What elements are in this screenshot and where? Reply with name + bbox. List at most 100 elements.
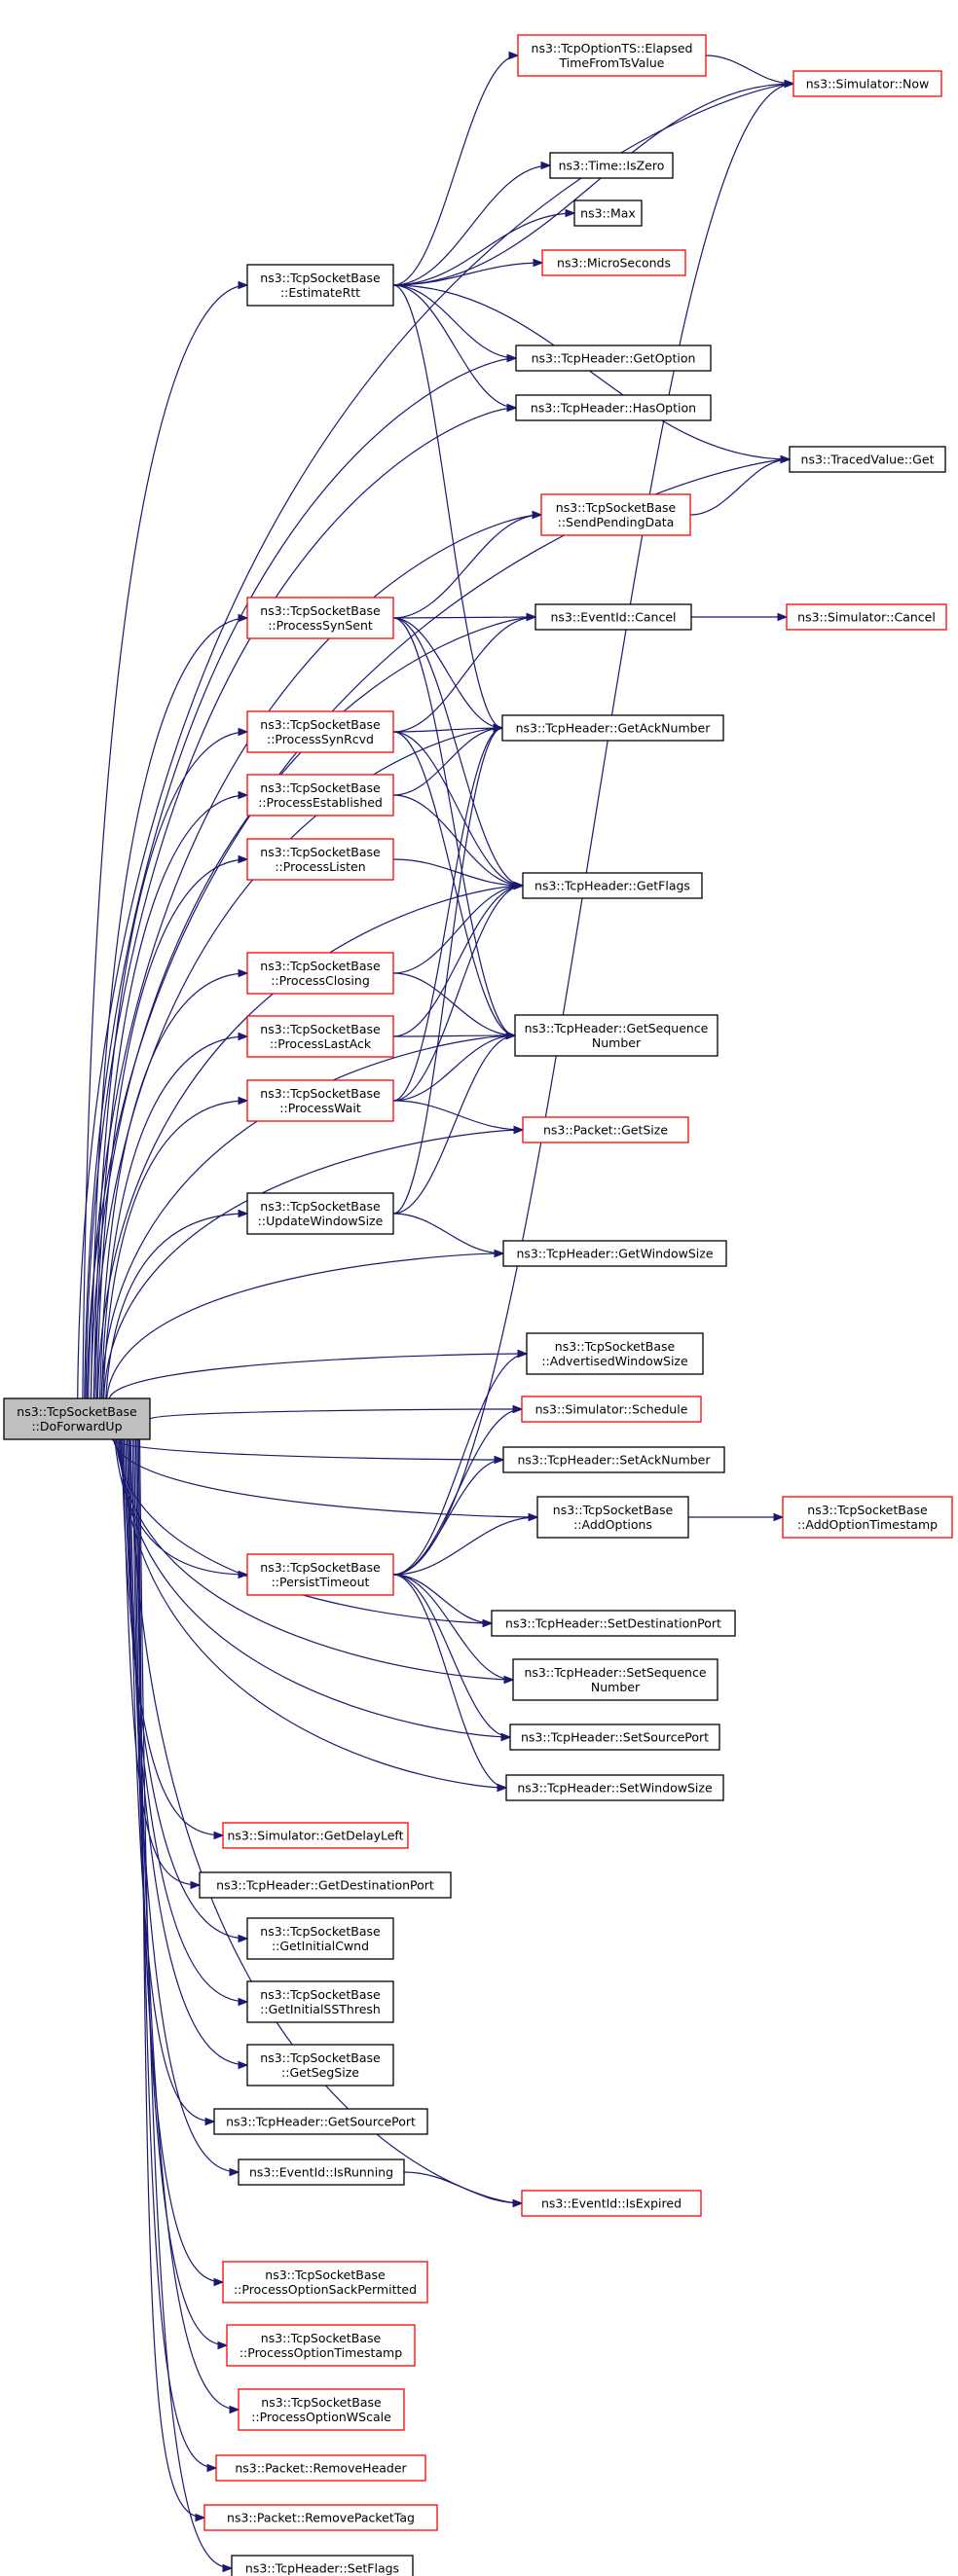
- node-getwin[interactable]: ns3::TcpHeader::GetWindowSize: [502, 1240, 727, 1267]
- node-optts[interactable]: ns3::TcpSocketBase::ProcessOptionTimesta…: [226, 2324, 416, 2367]
- node-synsent[interactable]: ns3::TcpSocketBase::ProcessSynSent: [246, 597, 394, 639]
- node-simnow[interactable]: ns3::Simulator::Now: [792, 70, 942, 97]
- node-label: ns3::TcpSocketBase: [260, 717, 381, 732]
- node-removetag[interactable]: ns3::Packet::RemovePacketTag: [203, 2504, 438, 2531]
- node-label: ns3::Simulator::Now: [806, 77, 930, 91]
- node-box: [502, 1240, 727, 1267]
- node-getack[interactable]: ns3::TcpHeader::GetAckNumber: [501, 714, 724, 742]
- node-label: ns3::TcpSocketBase: [261, 2395, 382, 2410]
- node-label: ::EstimateRtt: [280, 285, 360, 300]
- node-simcancel[interactable]: ns3::Simulator::Cancel: [786, 603, 947, 631]
- node-setwin[interactable]: ns3::TcpHeader::SetWindowSize: [505, 1774, 724, 1801]
- node-label: ns3::TcpSocketBase: [260, 959, 381, 973]
- node-wait[interactable]: ns3::TcpSocketBase::ProcessWait: [246, 1079, 394, 1122]
- node-addoptions[interactable]: ns3::TcpSocketBase::AddOptions: [536, 1496, 689, 1539]
- node-pktsize[interactable]: ns3::Packet::GetSize: [522, 1116, 689, 1143]
- node-segsize[interactable]: ns3::TcpSocketBase::GetSegSize: [246, 2044, 394, 2086]
- node-setsport[interactable]: ns3::TcpHeader::SetSourcePort: [509, 1723, 720, 1751]
- node-label: ns3::Packet::GetSize: [543, 1123, 668, 1138]
- node-getdport[interactable]: ns3::TcpHeader::GetDestinationPort: [199, 1871, 452, 1899]
- node-estimatertt[interactable]: ns3::TcpSocketBase::EstimateRtt: [246, 264, 394, 307]
- node-getflags[interactable]: ns3::TcpHeader::GetFlags: [522, 872, 703, 899]
- node-closing[interactable]: ns3::TcpSocketBase::ProcessClosing: [246, 952, 394, 995]
- node-isexpired[interactable]: ns3::EventId::IsExpired: [521, 2190, 702, 2217]
- node-box: [573, 200, 643, 227]
- node-established[interactable]: ns3::TcpSocketBase::ProcessEstablished: [246, 774, 394, 816]
- node-persist[interactable]: ns3::TcpSocketBase::PersistTimeout: [246, 1553, 394, 1596]
- node-isrunning[interactable]: ns3::EventId::IsRunning: [238, 2159, 405, 2186]
- node-getoption[interactable]: ns3::TcpHeader::GetOption: [515, 345, 712, 372]
- edge-root-to-setdport: [115, 1438, 494, 1628]
- edge-estimatertt-to-getack: [392, 284, 504, 733]
- node-setflags[interactable]: ns3::TcpHeader::SetFlags: [231, 2555, 414, 2576]
- node-label: ::GetSegSize: [281, 2065, 359, 2080]
- node-setack[interactable]: ns3::TcpHeader::SetAckNumber: [502, 1446, 725, 1473]
- node-listen[interactable]: ns3::TcpSocketBase::ProcessListen: [246, 838, 394, 881]
- node-label: ns3::TcpHeader::GetFlags: [534, 879, 690, 893]
- node-label: ns3::TracedValue::Get: [801, 453, 935, 467]
- node-box: [522, 1116, 689, 1143]
- edge-elapsed-to-simnow: [705, 54, 795, 89]
- edge-root-to-lastack: [100, 1032, 249, 1399]
- node-box: [246, 1553, 394, 1596]
- edge-root-to-pktsize: [102, 1125, 525, 1399]
- edge-estimatertt-to-iszero: [392, 161, 552, 286]
- node-label: ns3::TcpSocketBase: [260, 780, 381, 795]
- node-initss[interactable]: ns3::TcpSocketBase::GetInitialSSThresh: [246, 1980, 394, 2023]
- node-micro[interactable]: ns3::MicroSeconds: [541, 249, 686, 276]
- node-label: ::ProcessWait: [279, 1101, 361, 1115]
- node-label: ns3::TcpSocketBase: [260, 1022, 381, 1036]
- node-label: ::PersistTimeout: [272, 1575, 370, 1589]
- edge-estimatertt-to-micro: [392, 258, 544, 286]
- edge-estimatertt-to-hasoption: [392, 284, 518, 413]
- node-label: Number: [591, 1680, 641, 1694]
- node-tracedget[interactable]: ns3::TracedValue::Get: [789, 446, 946, 473]
- node-setdport[interactable]: ns3::TcpHeader::SetDestinationPort: [491, 1610, 736, 1637]
- node-schedule[interactable]: ns3::Simulator::Schedule: [521, 1396, 702, 1423]
- edge-cancel-to-simcancel: [691, 612, 789, 622]
- node-iszero[interactable]: ns3::Time::IsZero: [549, 152, 674, 179]
- node-label: ns3::TcpHeader::GetSequence: [525, 1021, 709, 1035]
- node-getsport[interactable]: ns3::TcpHeader::GetSourcePort: [213, 2108, 428, 2135]
- node-advwin[interactable]: ns3::TcpSocketBase::AdvertisedWindowSize: [526, 1332, 704, 1375]
- edge-listen-to-getflags: [392, 858, 525, 890]
- node-sackperm[interactable]: ns3::TcpSocketBase::ProcessOptionSackPer…: [222, 2261, 428, 2304]
- edge-root-to-setflags: [138, 1438, 234, 2573]
- node-label: ::UpdateWindowSize: [258, 1214, 384, 1228]
- node-root[interactable]: ns3::TcpSocketBase::DoForwardUp: [3, 1397, 151, 1440]
- edge-persist-to-setsport: [392, 1574, 512, 1742]
- node-delayleft[interactable]: ns3::Simulator::GetDelayLeft: [222, 1822, 409, 1849]
- node-box: [215, 2454, 426, 2482]
- node-optwscale[interactable]: ns3::TcpSocketBase::ProcessOptionWScale: [238, 2388, 405, 2431]
- node-box: [502, 1446, 725, 1473]
- node-cancel[interactable]: ns3::EventId::Cancel: [534, 603, 692, 631]
- node-label: ns3::TcpSocketBase: [260, 2050, 381, 2065]
- node-label: ::DoForwardUp: [31, 1419, 122, 1433]
- node-label: ns3::EventId::IsExpired: [541, 2196, 682, 2211]
- edge-root-to-sackperm: [131, 1438, 225, 2287]
- node-synrcvd[interactable]: ns3::TcpSocketBase::ProcessSynRcvd: [246, 710, 394, 753]
- edge-root-to-established: [94, 790, 249, 1399]
- node-box: [782, 1496, 953, 1539]
- node-lastack[interactable]: ns3::TcpSocketBase::ProcessLastAck: [246, 1015, 394, 1058]
- edge-root-to-advwin: [108, 1349, 529, 1399]
- node-box: [246, 2044, 394, 2086]
- node-label: ::ProcessSynRcvd: [267, 732, 374, 746]
- node-addts[interactable]: ns3::TcpSocketBase::AddOptionTimestamp: [782, 1496, 953, 1539]
- node-box: [509, 1723, 720, 1751]
- node-max[interactable]: ns3::Max: [573, 200, 643, 227]
- node-sendpending[interactable]: ns3::TcpSocketBase::SendPendingData: [540, 493, 691, 536]
- node-hasoption[interactable]: ns3::TcpHeader::HasOption: [515, 394, 712, 421]
- node-removeheader[interactable]: ns3::Packet::RemoveHeader: [215, 2454, 426, 2482]
- node-label: ::ProcessEstablished: [258, 795, 383, 810]
- node-label: ns3::TcpSocketBase: [260, 1199, 381, 1214]
- node-updatewin[interactable]: ns3::TcpSocketBase::UpdateWindowSize: [246, 1192, 394, 1235]
- node-box: [3, 1397, 151, 1440]
- node-label: ns3::TcpHeader::GetDestinationPort: [216, 1878, 434, 1893]
- node-label: ns3::TcpSocketBase: [260, 1560, 381, 1575]
- node-box: [226, 2324, 416, 2367]
- node-initcwnd[interactable]: ns3::TcpSocketBase::GetInitialCwnd: [246, 1917, 394, 1960]
